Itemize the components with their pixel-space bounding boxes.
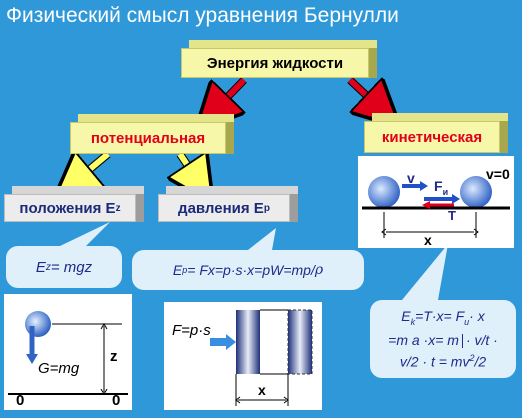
ek-mid: =T·x= F <box>415 308 465 325</box>
ball-stopped <box>460 176 492 208</box>
node-kinetic-label: кинетическая <box>364 121 500 153</box>
position-figure-drawing <box>8 311 128 395</box>
position-ball <box>25 311 51 337</box>
x-dim-head-left <box>381 228 387 236</box>
gravity-arrow-head <box>26 354 38 364</box>
ek-e: E <box>401 308 411 325</box>
pressure-figure-drawing <box>210 309 313 406</box>
ez-sub: z <box>45 261 51 273</box>
node-energy-root-label: Энергия жидкости <box>181 48 369 78</box>
slide-title: Физический смысл уравнения Бернулли <box>6 4 399 27</box>
piston-displaced <box>287 309 313 375</box>
ek-line-1: Ek=T·x= Fu· x <box>401 307 484 331</box>
node-potential: потенциальная <box>70 114 234 154</box>
callout-tail-ek <box>402 244 448 300</box>
callout-tail-ez <box>60 222 110 246</box>
pressure-x-label: x <box>258 382 266 398</box>
position-label-sub: z <box>115 202 121 214</box>
ek-line-2-a: =m a ·x= m <box>388 332 459 349</box>
position-figure-panel: G=mg z 0 0 <box>4 294 132 410</box>
arrow-root-to-potential <box>212 77 247 113</box>
ek-fu-sub: u <box>464 317 470 328</box>
ek-line-3-b: /2 <box>474 353 487 370</box>
ek-line-3-a: v/2 · t = mv <box>399 353 470 370</box>
kinetic-x-label: x <box>424 232 432 248</box>
ep-rhs: = Fx=p·s·x=pW=mp/ <box>187 262 315 278</box>
position-z-label: z <box>110 348 118 365</box>
x-dim-head-right <box>473 228 479 236</box>
kinetic-v0-label: v=0 <box>486 166 510 182</box>
node-energy-root: Энергия жидкости <box>181 40 377 78</box>
kinetic-figure-panel: v v=0 Fи T x <box>358 156 514 248</box>
kinetic-force-label: Fи <box>434 178 448 197</box>
ball-moving <box>368 176 400 208</box>
pressure-label-sub: p <box>263 202 270 214</box>
position-label-text: положения E <box>19 199 116 217</box>
arrow-potential-to-pressure <box>180 154 200 184</box>
ep-sub: p <box>182 265 188 275</box>
kinetic-t-label: T <box>448 208 456 223</box>
ek-line-2: =m a ·x= m · v/t · <box>388 331 498 349</box>
ek-line-2-b: · v/t · <box>465 332 498 349</box>
ek-end: · x <box>469 308 485 325</box>
ek-line-3: v/2 · t = mv2/2 <box>400 349 486 371</box>
position-zero-right: 0 <box>112 392 121 409</box>
piston-solid <box>236 310 260 374</box>
arrow-potential-to-position <box>72 154 110 184</box>
pressure-figure-panel: F=p·s x <box>164 302 322 410</box>
callout-tail-ep <box>248 228 276 250</box>
pressure-label-text: давления E <box>178 199 264 217</box>
node-kinetic: кинетическая <box>364 113 508 153</box>
velocity-arrow-head <box>420 181 428 191</box>
ep-lhs: E <box>172 262 183 278</box>
px-dim-head-right <box>283 396 289 404</box>
pressure-f-label: F=p·s <box>172 322 211 339</box>
ep-rho: ρ <box>314 262 324 278</box>
node-potential-label: потенциальная <box>70 122 226 154</box>
kinetic-force-letter: F <box>434 178 443 194</box>
callout-ek: Ek=T·x= Fu· x =m a ·x= m · v/t · v/2 · t … <box>370 300 516 378</box>
ez-lhs: E <box>35 258 46 276</box>
ek-line-3-sup: 2 <box>469 353 475 364</box>
z-dim-head-top <box>100 323 108 330</box>
force-arrow-head <box>452 194 460 204</box>
tension-arrow-head <box>422 201 430 209</box>
arrow-root-to-kinetic <box>347 80 383 111</box>
ek-sub: k <box>410 317 416 328</box>
px-dim-head-left <box>235 396 241 404</box>
kinetic-force-sub: и <box>442 186 449 197</box>
ek-cursor <box>461 334 463 349</box>
position-g-label: G=mg <box>38 360 80 377</box>
pressure-force-arrow-head <box>226 334 236 350</box>
kinetic-figure-drawing <box>362 176 510 238</box>
ez-rhs: = mgz <box>50 258 93 276</box>
position-zero-left: 0 <box>16 392 25 409</box>
kinetic-v-label: v <box>407 170 415 186</box>
